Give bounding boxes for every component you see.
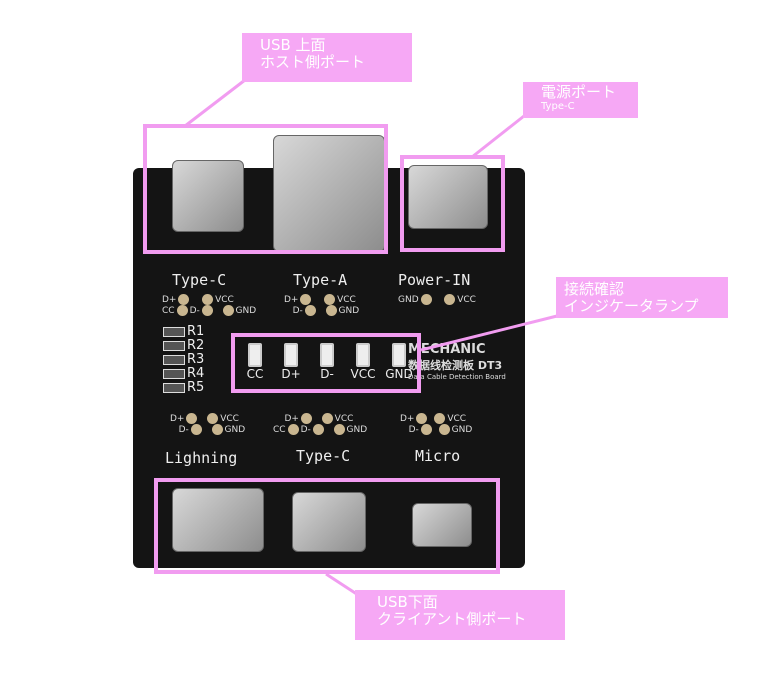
power-port-highlight (400, 155, 505, 252)
pins-type-a: D+ VCC D- GND (284, 294, 360, 316)
resistor: R1 (163, 325, 204, 339)
lightning-client-port (172, 488, 264, 552)
usb-type-c-client-port (292, 492, 366, 552)
led-vcc: VCC (345, 343, 381, 381)
led-dplus: D+ (273, 343, 309, 381)
label-micro: Micro (415, 447, 461, 465)
resistor: R5 (163, 381, 204, 395)
client-ports-highlight (154, 478, 500, 574)
label-type-a: Type-A (293, 271, 348, 289)
label-power-in: Power-IN (398, 271, 471, 289)
callout-indicator: 接続確認インジケータランプ (556, 277, 728, 318)
resistor: R2 (163, 339, 204, 353)
micro-usb-client-port (412, 503, 472, 547)
resistor: R4 (163, 367, 204, 381)
label-lightning: Lighning (165, 449, 238, 467)
callout-host-ports: USB 上面ホスト側ポート (242, 33, 412, 82)
power-type-c-port (408, 165, 488, 229)
label-type-c-bottom: Type-C (296, 447, 351, 465)
label-type-c-top: Type-C (172, 271, 227, 289)
pins-lightning: D+ VCC D- GND (170, 413, 246, 435)
led-cc: CC (237, 343, 273, 381)
resistor-list: R1 R2 R3 R4 R5 (163, 325, 204, 395)
led-dminus: D- (309, 343, 345, 381)
pins-micro: D+ VCC D- GND (400, 413, 473, 435)
usb-type-c-host-port (172, 160, 244, 232)
led-gnd: GND (381, 343, 417, 381)
brand-logo: MECHANIC 数据线检测板 DT3 Data Cable Detection… (408, 342, 506, 381)
callout-client-ports: USB下面クライアント側ポート (355, 590, 565, 640)
host-ports-highlight (143, 124, 388, 254)
pins-power-in: GND VCC (398, 294, 476, 305)
indicator-highlight (231, 333, 421, 393)
indicator-leds: CC D+ D- VCC GND (237, 343, 417, 381)
resistor: R3 (163, 353, 204, 367)
